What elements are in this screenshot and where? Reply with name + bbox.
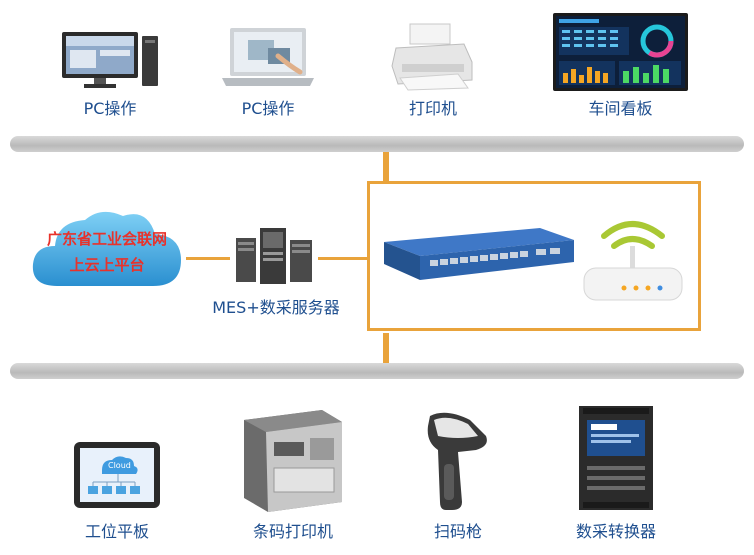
server-icon: [236, 228, 312, 284]
device-label-barcode-printer: 条码打印机: [252, 522, 333, 541]
cloud-icon: [32, 211, 181, 286]
device-label-pc-2: PC操作: [241, 99, 295, 118]
cloud-line-1: 广东省工业会联网: [46, 230, 167, 248]
device-label-scanner: 扫码枪: [433, 522, 482, 541]
network-equipment-box: [367, 181, 701, 331]
tablet-screen-text: Cloud: [108, 461, 131, 470]
device-label-printer: 打印机: [408, 99, 457, 118]
wifi-router-icon: [583, 221, 683, 301]
device-label-converter: 数采转换器: [575, 522, 656, 541]
cloud-line-2: 上云上平台: [69, 256, 145, 274]
workshop-dashboard-icon: [553, 13, 688, 91]
device-label-pc-1: PC操作: [83, 99, 137, 118]
desktop-pc-icon: [62, 32, 158, 88]
server-label: MES+数采服务器: [212, 298, 340, 317]
server-switch-link: [318, 257, 368, 260]
top-network-bus: [10, 136, 744, 152]
top-connector-line: [383, 152, 389, 182]
bottom-connector-line: [383, 333, 389, 365]
device-label-tablet: 工位平板: [84, 522, 149, 541]
cloud-server-link: [186, 257, 230, 260]
barcode-printer-icon: [244, 410, 342, 512]
network-switch-icon: [384, 228, 574, 280]
printer-icon: [391, 23, 473, 91]
bottom-network-bus: [10, 363, 744, 379]
tablet-icon: [74, 442, 160, 508]
device-label-dashboard: 车间看板: [588, 99, 653, 118]
barcode-scanner-icon: [427, 412, 487, 510]
data-converter-icon: [579, 406, 653, 510]
laptop-touch-icon: [222, 28, 314, 86]
